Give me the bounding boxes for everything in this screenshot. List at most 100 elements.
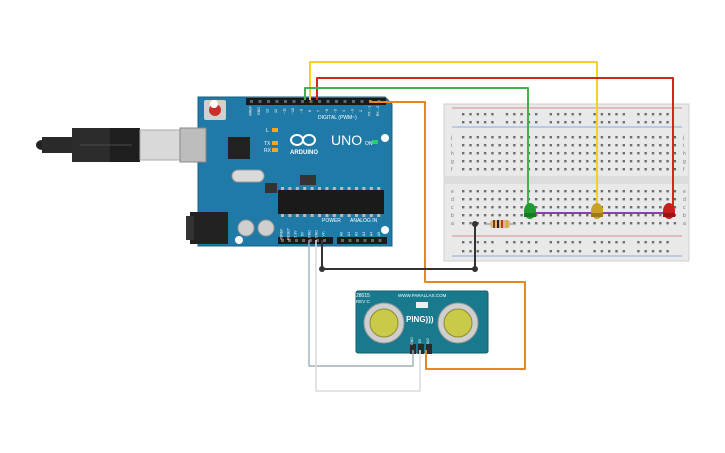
breadboard-hole[interactable] [462,214,465,217]
breadboard-hole[interactable] [571,206,574,209]
breadboard-hole[interactable] [600,168,604,171]
breadboard-hole[interactable] [469,222,472,225]
rail-hole[interactable] [571,121,574,124]
breadboard-hole[interactable] [535,160,538,163]
breadboard-hole[interactable] [651,152,655,155]
breadboard-hole[interactable] [520,190,523,193]
breadboard-hole[interactable] [469,198,472,201]
breadboard-hole[interactable] [629,160,633,163]
breadboard-hole[interactable] [637,144,640,147]
rail-hole[interactable] [615,250,618,253]
analog-pin[interactable] [378,239,382,242]
rail-hole[interactable] [556,121,560,124]
rail-hole[interactable] [535,113,538,116]
breadboard-hole[interactable] [542,168,545,171]
breadboard-hole[interactable] [629,168,633,171]
rail-hole[interactable] [564,113,567,116]
breadboard-hole[interactable] [578,160,582,163]
breadboard-hole[interactable] [535,222,538,225]
breadboard-hole[interactable] [469,206,472,209]
rail-hole[interactable] [564,121,567,124]
breadboard-hole[interactable] [578,214,582,217]
breadboard-hole[interactable] [549,214,552,217]
breadboard-hole[interactable] [571,152,574,155]
breadboard-hole[interactable] [586,144,589,147]
breadboard-hole[interactable] [556,168,560,171]
rail-hole[interactable] [651,121,655,124]
breadboard-hole[interactable] [644,198,647,201]
digital-pin[interactable] [318,100,321,103]
breadboard-hole[interactable] [651,160,655,163]
power-pin[interactable] [288,239,291,242]
breadboard-hole[interactable] [578,168,582,171]
rail-hole[interactable] [578,121,582,124]
breadboard-hole[interactable] [622,222,625,225]
rail-hole[interactable] [608,241,611,244]
breadboard-hole[interactable] [629,206,633,209]
breadboard-hole[interactable] [622,198,625,201]
breadboard-hole[interactable] [651,144,655,147]
rail-hole[interactable] [564,241,567,244]
breadboard-hole[interactable] [651,136,655,139]
analog-pin[interactable] [341,239,344,242]
digital-pin[interactable] [275,100,279,103]
breadboard-hole[interactable] [578,190,582,193]
breadboard-hole[interactable] [622,206,625,209]
digital-pin[interactable] [250,100,253,103]
breadboard-hole[interactable] [498,198,501,201]
rail-hole[interactable] [644,250,647,253]
rail-hole[interactable] [520,113,523,116]
breadboard-hole[interactable] [498,168,501,171]
breadboard-hole[interactable] [629,136,633,139]
rail-hole[interactable] [622,250,625,253]
breadboard-hole[interactable] [637,160,640,163]
breadboard-hole[interactable] [622,214,625,217]
breadboard-hole[interactable] [556,190,560,193]
breadboard-hole[interactable] [542,214,545,217]
breadboard-hole[interactable] [666,152,669,155]
breadboard-hole[interactable] [549,206,552,209]
rail-hole[interactable] [556,250,560,253]
breadboard-hole[interactable] [483,168,487,171]
breadboard-hole[interactable] [476,136,479,139]
breadboard-hole[interactable] [542,198,545,201]
rail-hole[interactable] [608,113,611,116]
breadboard-hole[interactable] [542,144,545,147]
breadboard-hole[interactable] [644,168,647,171]
breadboard-hole[interactable] [578,144,582,147]
breadboard-hole[interactable] [483,214,487,217]
breadboard-hole[interactable] [615,198,618,201]
breadboard-hole[interactable] [586,206,589,209]
breadboard-hole[interactable] [498,144,501,147]
rail-hole[interactable] [476,121,479,124]
breadboard-hole[interactable] [476,168,479,171]
breadboard-hole[interactable] [535,144,538,147]
rail-hole[interactable] [462,250,465,253]
breadboard-hole[interactable] [666,136,669,139]
rail-hole[interactable] [549,241,552,244]
breadboard-hole[interactable] [622,152,625,155]
breadboard-hole[interactable] [483,144,487,147]
breadboard-hole[interactable] [549,152,552,155]
rail-hole[interactable] [600,121,604,124]
breadboard-hole[interactable] [462,152,465,155]
breadboard-hole[interactable] [498,136,501,139]
analog-pin[interactable] [356,239,359,242]
breadboard-hole[interactable] [549,136,552,139]
breadboard-hole[interactable] [622,190,625,193]
breadboard-hole[interactable] [549,190,552,193]
breadboard-hole[interactable] [498,190,501,193]
breadboard-hole[interactable] [462,190,465,193]
breadboard-hole[interactable] [593,222,596,225]
breadboard-hole[interactable] [608,144,611,147]
rail-hole[interactable] [491,250,494,253]
breadboard-hole[interactable] [476,144,479,147]
rail-hole[interactable] [556,113,560,116]
breadboard-hole[interactable] [462,136,465,139]
rail-hole[interactable] [476,113,479,116]
rail-hole[interactable] [651,250,655,253]
breadboard-hole[interactable] [637,152,640,155]
rail-hole[interactable] [571,241,574,244]
rail-hole[interactable] [476,241,479,244]
breadboard-hole[interactable] [564,222,567,225]
